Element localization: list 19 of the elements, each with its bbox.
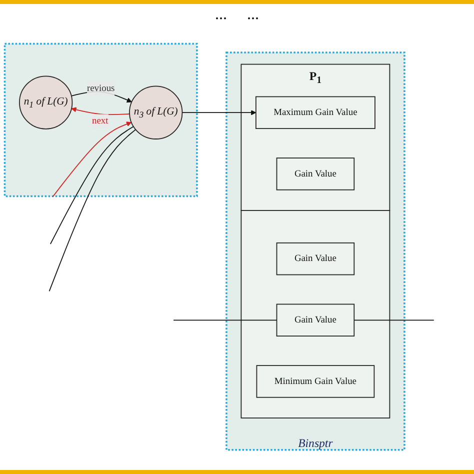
node-box: Gain Value bbox=[276, 242, 355, 276]
cluster bbox=[240, 210, 390, 418]
node-box: Gain Value bbox=[276, 158, 355, 190]
node-box: Gain Value bbox=[276, 304, 355, 337]
connector bbox=[354, 320, 434, 321]
connector bbox=[173, 320, 278, 321]
ellipsis-label: ... bbox=[215, 6, 227, 24]
arrow bbox=[182, 110, 256, 116]
arrow bbox=[52, 122, 132, 198]
node-box: Maximum Gain Value bbox=[255, 96, 376, 130]
node-circle: n$_{3}$ of L(G) bbox=[129, 86, 183, 140]
connector bbox=[48, 129, 136, 292]
node-box: Minimum Gain Value bbox=[256, 365, 375, 398]
connector bbox=[50, 126, 134, 244]
edge-label: revious bbox=[86, 83, 115, 94]
arrow bbox=[71, 107, 130, 116]
node-circle: n$_{1}$ of L(G) bbox=[19, 76, 73, 130]
edge-label: next bbox=[92, 116, 108, 126]
ellipsis-label: ... bbox=[247, 6, 259, 24]
